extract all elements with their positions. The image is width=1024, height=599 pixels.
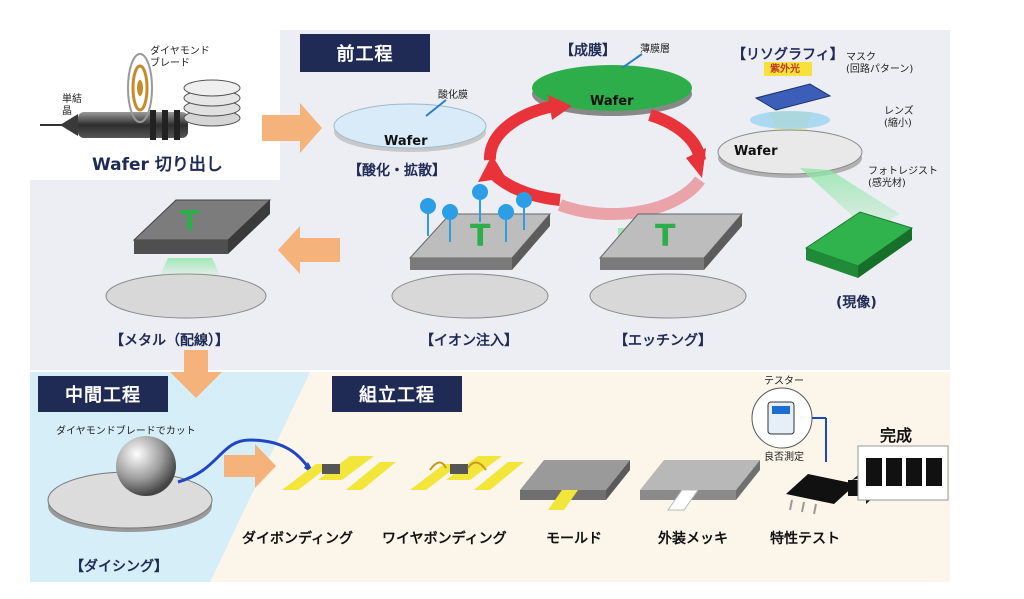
tester-icon — [751, 387, 827, 462]
arrow-right-assembly-icon — [224, 444, 276, 488]
wafer-cut-caption: Wafer 切り出し — [92, 155, 223, 175]
section-title-front: 前工程 — [300, 34, 430, 72]
plating-label: 外装メッキ — [658, 531, 728, 547]
metal-graphic: T — [105, 199, 272, 319]
complete-label: 完成 — [880, 426, 913, 445]
plating-graphic — [640, 460, 760, 511]
film-wafer — [532, 65, 692, 116]
svg-text:T: T — [180, 204, 199, 237]
tester-label: テスター — [764, 376, 804, 387]
ion-graphic: T — [391, 184, 552, 319]
complete-chips-icon — [857, 445, 949, 501]
arrow-left-icon — [278, 226, 340, 274]
wire-bond-graphic — [410, 456, 524, 490]
blade-label: ダイヤモンド ブレード — [150, 46, 210, 69]
svg-text:T: T — [655, 219, 676, 254]
test-label: 特性テスト — [770, 531, 840, 547]
oxidation-wafer-text: Wafer — [384, 134, 428, 149]
resist-label: フォトレジスト (感光材) — [868, 166, 938, 189]
ingot-icon — [40, 110, 188, 140]
develop-label: (現像) — [836, 295, 877, 311]
oxidation-label: 【酸化・拡散】 — [348, 163, 446, 179]
dicing-label: 【ダイシング】 — [70, 559, 168, 575]
develop-chip — [804, 211, 914, 278]
dicing-note: ダイヤモンドブレードでカット — [56, 426, 196, 437]
pass-fail-label: 良否測定 — [764, 452, 804, 463]
uv-label: 紫外光 — [770, 64, 800, 75]
section-title-assembly: 組立工程 — [332, 376, 462, 412]
arrow-right-icon — [262, 103, 322, 153]
process-cycle-arrows — [478, 95, 706, 221]
lens-label: レンズ (縮小) — [884, 106, 914, 129]
diamond-blade-icon — [127, 53, 153, 123]
ion-label: 【イオン注入】 — [420, 333, 518, 349]
mask-label: マスク (回路パターン) — [846, 52, 914, 75]
ingot-label: 単結 晶 — [62, 94, 82, 117]
section-title-middle: 中間工程 — [38, 376, 168, 412]
svg-text:T: T — [470, 219, 491, 254]
oxidation-wafer — [333, 103, 487, 152]
metal-label: 【メタル（配線）】 — [110, 333, 229, 349]
etching-label: 【エッチング】 — [614, 333, 712, 349]
dicing-graphic — [47, 436, 316, 532]
oxide-film-label: 酸化膜 — [438, 90, 468, 101]
arrow-down-icon — [170, 350, 222, 398]
die-bond-label: ダイボンディング — [242, 531, 354, 547]
litho-label: 【リソグラフィ】 — [732, 47, 844, 63]
mold-label: モールド — [546, 531, 602, 547]
litho-wafer-text: Wafer — [734, 144, 778, 159]
die-bond-graphic — [282, 456, 396, 490]
wire-bond-label: ワイヤボンディング — [382, 531, 507, 547]
thin-film-label: 薄膜層 — [640, 44, 670, 55]
film-wafer-text: Wafer — [590, 94, 634, 109]
etching-graphic: T — [589, 213, 747, 319]
wafer-stack-icon — [183, 79, 241, 127]
film-label: 【成膜】 — [560, 43, 616, 59]
mold-graphic — [520, 460, 630, 510]
lithography-graphic — [717, 62, 900, 232]
